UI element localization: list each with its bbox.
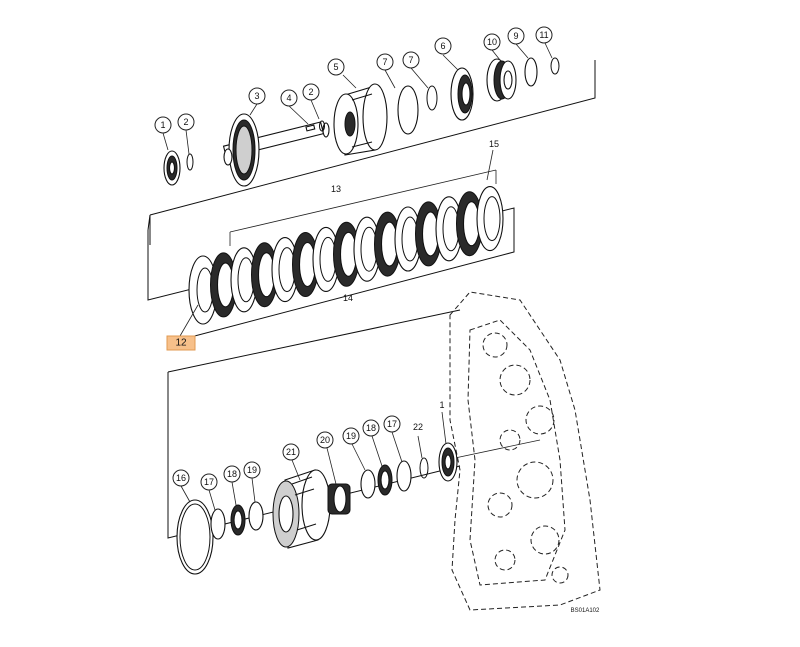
snap-ring-part-2[interactable] <box>550 57 560 75</box>
callout-4-pin[interactable]: 4 <box>280 89 298 107</box>
callout-1-bearing[interactable]: 1 <box>154 116 172 134</box>
callout-19-thrust-race-2[interactable]: 19 <box>342 427 360 445</box>
svg-text:9: 9 <box>513 31 518 41</box>
callout-10-spring-pack[interactable]: 10 <box>483 33 501 51</box>
steel-plate <box>476 186 504 252</box>
label-13-steel-plates[interactable]: 13 <box>331 184 341 194</box>
transmission-housing <box>449 291 601 611</box>
svg-text:7: 7 <box>408 55 413 65</box>
figure-code: BS01A102 <box>571 608 600 614</box>
helical-gear-part[interactable] <box>272 469 331 549</box>
svg-text:18: 18 <box>227 469 237 479</box>
svg-text:7: 7 <box>382 57 387 67</box>
svg-text:4: 4 <box>286 93 291 103</box>
callout-9-retainer[interactable]: 9 <box>507 27 525 45</box>
callout-2-o-ring[interactable]: 2 <box>302 83 320 101</box>
svg-text:1: 1 <box>160 120 165 130</box>
callout-17-thrust-washer-2[interactable]: 17 <box>383 415 401 433</box>
spring-pack-part[interactable] <box>486 58 517 102</box>
thrust-washer-part-2[interactable] <box>396 460 412 492</box>
label-14-friction-discs[interactable]: 14 <box>343 293 353 303</box>
clutch-pack-frame <box>147 207 515 344</box>
svg-text:18: 18 <box>366 423 376 433</box>
piston-part[interactable] <box>450 67 474 121</box>
callout-3-gear-shaft[interactable]: 3 <box>248 87 266 105</box>
svg-text:21: 21 <box>286 447 296 457</box>
svg-text:17: 17 <box>387 419 397 429</box>
retainer-part[interactable] <box>524 57 538 87</box>
svg-text:12: 12 <box>175 338 187 349</box>
seal-ring-part[interactable] <box>397 85 419 135</box>
svg-text:5: 5 <box>333 62 338 72</box>
leader-lines <box>162 42 553 511</box>
label-1-bearing[interactable]: 1 <box>439 400 444 410</box>
o-ring-part[interactable] <box>319 120 325 132</box>
svg-text:16: 16 <box>176 473 186 483</box>
callout-7-o-ring[interactable]: 7 <box>402 51 420 69</box>
callout-16-retaining-ring[interactable]: 16 <box>172 469 190 487</box>
callout-6-piston[interactable]: 6 <box>434 37 452 55</box>
callout-21-gear[interactable]: 21 <box>282 443 300 461</box>
clutch-drum-part[interactable] <box>333 83 388 156</box>
svg-text:2: 2 <box>183 117 188 127</box>
svg-text:17: 17 <box>204 477 214 487</box>
callout-12-highlighted[interactable]: 12 <box>166 335 196 351</box>
callout-17-thrust-washer[interactable]: 17 <box>200 473 218 491</box>
svg-text:11: 11 <box>539 30 548 40</box>
thrust-bearing-part-2[interactable] <box>377 464 393 496</box>
disc-bore <box>483 196 501 242</box>
snap-ring-part[interactable] <box>186 153 194 171</box>
thrust-washer-part[interactable] <box>210 508 226 540</box>
callout-18-thrust-bearing-2[interactable]: 18 <box>362 419 380 437</box>
thrust-race-part-2[interactable] <box>360 469 376 499</box>
snap-ring-part-3[interactable] <box>419 457 429 479</box>
svg-text:2: 2 <box>308 87 313 97</box>
svg-text:20: 20 <box>320 435 330 445</box>
pin-part[interactable] <box>305 124 316 132</box>
needle-bearing-part[interactable] <box>327 483 351 515</box>
callout-20-needle-bearing[interactable]: 20 <box>316 431 334 449</box>
clutch-disc-stack[interactable] <box>188 186 504 325</box>
bearing-part-2[interactable] <box>438 442 458 482</box>
svg-text:3: 3 <box>254 91 259 101</box>
label-22-snap-ring[interactable]: 22 <box>413 422 423 432</box>
svg-text:6: 6 <box>440 41 445 51</box>
svg-text:19: 19 <box>346 431 356 441</box>
o-ring-part-2[interactable] <box>426 85 438 111</box>
svg-text:10: 10 <box>487 37 497 47</box>
callout-11-snap-ring[interactable]: 11 <box>535 26 553 44</box>
label-15-end-plate[interactable]: 15 <box>489 139 499 149</box>
retaining-ring-part[interactable] <box>176 499 214 575</box>
thrust-race-part[interactable] <box>248 501 264 531</box>
callout-2-snap-ring[interactable]: 2 <box>177 113 195 131</box>
bearing-part[interactable] <box>163 150 181 186</box>
upper-group-frame <box>149 60 596 216</box>
callout-18-thrust-bearing[interactable]: 18 <box>223 465 241 483</box>
thrust-bearing-part[interactable] <box>230 504 246 536</box>
callout-5-drum[interactable]: 5 <box>327 58 345 76</box>
svg-text:19: 19 <box>247 465 257 475</box>
callout-19-thrust-race[interactable]: 19 <box>243 461 261 479</box>
callout-8-seal-ring[interactable]: 7 <box>376 53 394 71</box>
